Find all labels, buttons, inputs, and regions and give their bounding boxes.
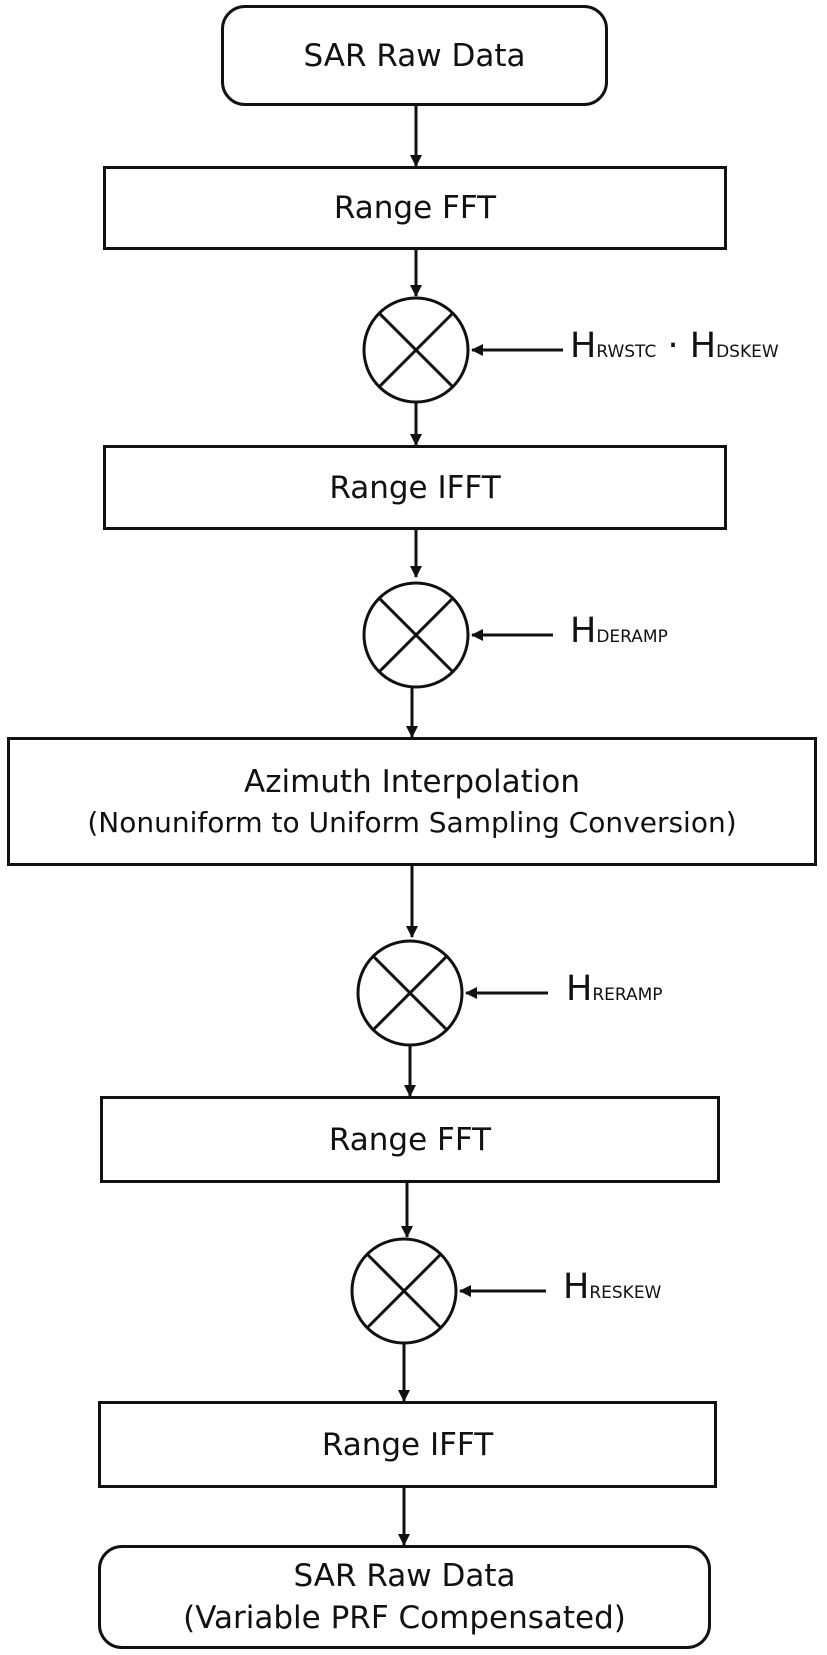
range-fft-box-2: Range FFT xyxy=(100,1096,720,1183)
output-node: SAR Raw Data (Variable PRF Compensated) xyxy=(98,1545,711,1649)
range-ifft-box-2: Range IFFT xyxy=(98,1401,717,1488)
multiplier-node-3 xyxy=(356,939,464,1047)
range-ifft-label: Range IFFT xyxy=(321,1426,494,1463)
range-ifft-box-1: Range IFFT xyxy=(103,445,727,530)
multiplier-node-1 xyxy=(362,296,470,404)
azimuth-interpolation-subtitle: (Nonuniform to Uniform Sampling Conversi… xyxy=(87,805,737,839)
output-node-subtitle: (Variable PRF Compensated) xyxy=(183,1600,626,1636)
factor-label-1: HRWSTC · HDSKEW xyxy=(570,326,779,366)
input-node-label: SAR Raw Data xyxy=(303,37,526,74)
range-fft-label: Range FFT xyxy=(333,190,497,226)
range-fft-label: Range FFT xyxy=(328,1121,492,1158)
multiplier-node-4 xyxy=(350,1237,458,1345)
output-node-title: SAR Raw Data xyxy=(293,1558,516,1594)
range-fft-box-1: Range FFT xyxy=(103,166,727,250)
range-ifft-label: Range IFFT xyxy=(329,469,501,506)
factor-label-4: HRESKEW xyxy=(563,1267,662,1307)
input-node: SAR Raw Data xyxy=(221,5,608,106)
azimuth-interpolation-box: Azimuth Interpolation (Nonuniform to Uni… xyxy=(7,737,817,866)
factor-label-2: HDERAMP xyxy=(570,611,668,651)
azimuth-interpolation-title: Azimuth Interpolation xyxy=(244,763,580,800)
factor-label-3: HRERAMP xyxy=(566,969,663,1009)
multiplier-node-2 xyxy=(362,581,470,689)
